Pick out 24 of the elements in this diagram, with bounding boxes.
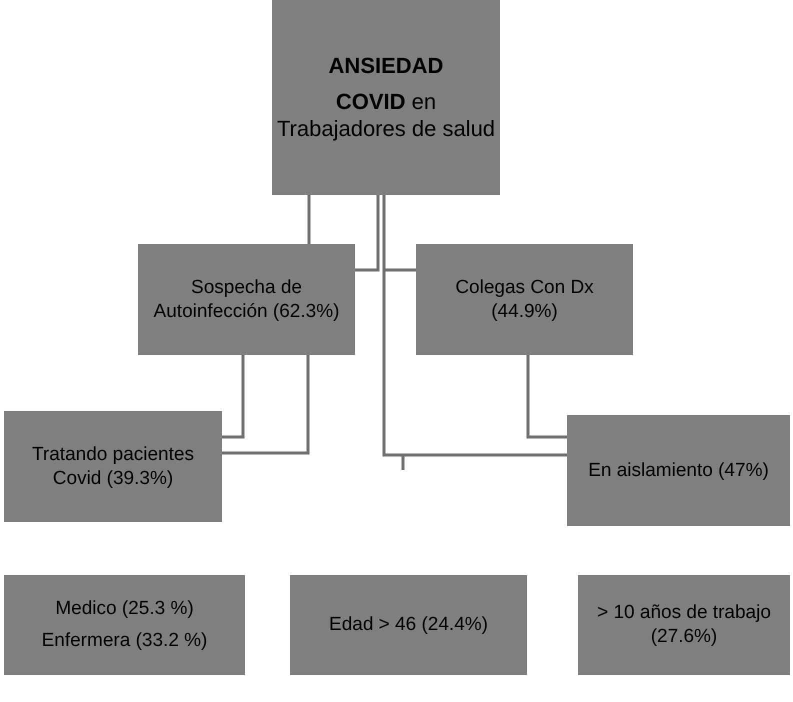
box-text: En aislamiento (47%) bbox=[588, 458, 769, 482]
concept-box bbox=[4, 575, 245, 675]
box-text: Medico (25.3 %) bbox=[55, 597, 194, 621]
box-text: COVID en Trabajadores de salud bbox=[276, 88, 496, 143]
concept-box bbox=[416, 244, 633, 355]
connector-line bbox=[222, 355, 310, 454]
box-text: Colegas Con Dx (44.9%) bbox=[454, 276, 595, 324]
connector-line bbox=[382, 195, 567, 456]
connector-line bbox=[308, 195, 310, 244]
box-text: Tratando pacientes Covid (39.3%) bbox=[31, 442, 195, 490]
heading-text: ANSIEDAD bbox=[328, 52, 444, 80]
box-text: > 10 años de trabajo (27.6%) bbox=[596, 601, 772, 649]
concept-box bbox=[290, 575, 527, 675]
connector-line bbox=[222, 355, 244, 438]
concept-box bbox=[138, 244, 355, 355]
box-text: Enfermera (33.2 %) bbox=[42, 629, 208, 653]
connector-line bbox=[355, 195, 380, 272]
concept-box bbox=[272, 0, 500, 195]
box-text: Edad > 46 (24.4%) bbox=[329, 613, 488, 637]
box-text: Sospecha de Autoinfección (62.3%) bbox=[152, 276, 340, 324]
concept-box bbox=[567, 415, 790, 526]
concept-box bbox=[578, 575, 790, 675]
concept-box bbox=[4, 411, 222, 522]
connector-line bbox=[526, 355, 567, 438]
